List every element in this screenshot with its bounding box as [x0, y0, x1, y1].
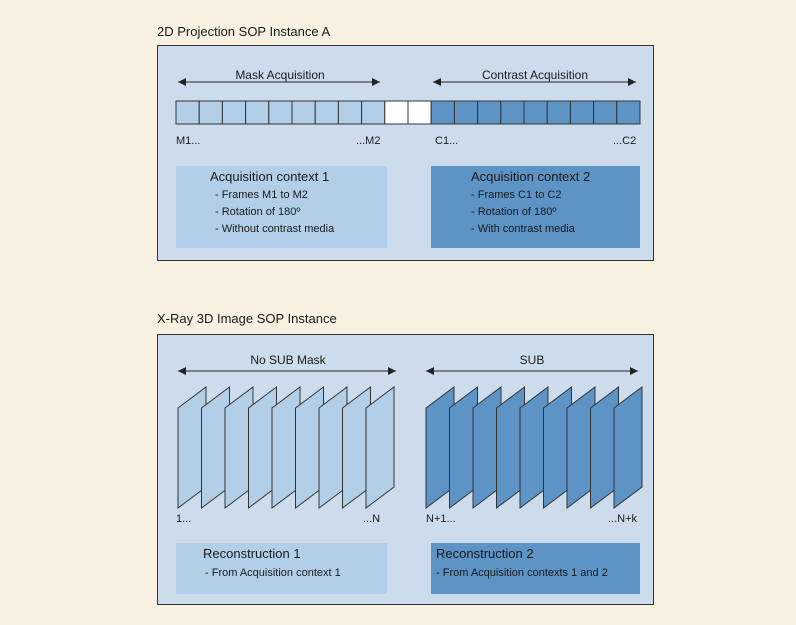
context-1-line: - Rotation of 180º: [215, 206, 301, 218]
top-section-title: 2D Projection SOP Instance A: [157, 24, 331, 39]
mask-frame: [361, 100, 386, 125]
contrast-acquisition-label: Contrast Acquisition: [481, 68, 589, 82]
reconstruction-1-title: Reconstruction 1: [203, 546, 301, 561]
contrast-frame: [523, 100, 548, 125]
context-2-line: - With contrast media: [471, 223, 575, 235]
mask-end-label: ...M2: [356, 135, 381, 147]
frame-strip: [175, 100, 641, 125]
mask-frame: [198, 100, 223, 125]
mask-frame: [337, 100, 363, 125]
mask-acquisition-label: Mask Acquisition: [235, 68, 325, 82]
contrast-frame: [500, 100, 525, 125]
contrast-acquisition-arrow: [433, 78, 636, 86]
projection-diagram: [175, 78, 641, 125]
mask-frame: [291, 100, 316, 125]
sub-slices: [425, 386, 643, 509]
sub-slice: [613, 386, 643, 509]
mask-frame: [268, 100, 293, 125]
context-2-line: - Rotation of 180º: [471, 206, 557, 218]
volume-diagram: [177, 367, 643, 509]
reconstruction-1-line: - From Acquisition context 1: [205, 567, 341, 579]
right-end-label: ...N+k: [608, 513, 638, 525]
contrast-frame: [430, 100, 455, 125]
xray-3d-panel: No SUB Mask SUB 1... ...N N+1... ...N+k …: [157, 334, 654, 605]
context-1-line: - Frames M1 to M2: [215, 189, 308, 201]
contrast-start-label: C1...: [435, 135, 459, 147]
contrast-frame: [616, 100, 641, 125]
projection-panel: Mask Acquisition Contrast Acquisition M1…: [157, 45, 654, 261]
contrast-end-label: ...C2: [613, 135, 637, 147]
context-1-line: - Without contrast media: [215, 223, 335, 235]
contrast-frame: [546, 100, 571, 125]
contrast-frame: [477, 100, 502, 125]
mask-start-label: M1...: [176, 135, 201, 147]
gap-frame: [384, 100, 409, 125]
bottom-section-title: X-Ray 3D Image SOP Instance: [157, 311, 337, 326]
contrast-frame: [569, 100, 595, 125]
left-start-label: 1...: [176, 513, 192, 525]
gap-frame: [407, 100, 432, 125]
context-1-title: Acquisition context 1: [210, 169, 330, 184]
contrast-frame: [593, 100, 618, 125]
sub-arrow: [426, 367, 638, 375]
sub-label: SUB: [519, 353, 545, 367]
no-sub-mask-arrow: [178, 367, 396, 375]
reconstruction-2: Reconstruction 2 - From Acquisition cont…: [431, 543, 640, 594]
reconstruction-2-title: Reconstruction 2: [436, 546, 534, 561]
no-sub-slices: [177, 386, 395, 509]
contrast-frame: [453, 100, 479, 125]
context-2-title: Acquisition context 2: [471, 169, 591, 184]
acquisition-context-1: Acquisition context 1 - Frames M1 to M2 …: [176, 166, 387, 248]
mask-frame: [175, 100, 200, 125]
mask-frame: [221, 100, 247, 125]
mask-acquisition-arrow: [178, 78, 380, 86]
mask-frame: [314, 100, 339, 125]
mask-frame: [245, 100, 270, 125]
no-sub-slice: [365, 386, 395, 509]
reconstruction-1: Reconstruction 1 - From Acquisition cont…: [176, 543, 387, 594]
context-2-line: - Frames C1 to C2: [471, 189, 562, 201]
reconstruction-2-line: - From Acquisition contexts 1 and 2: [436, 567, 608, 579]
acquisition-context-2: Acquisition context 2 - Frames C1 to C2 …: [431, 166, 640, 248]
left-end-label: ...N: [363, 513, 381, 525]
no-sub-mask-label: No SUB Mask: [250, 353, 326, 367]
right-start-label: N+1...: [426, 513, 456, 525]
